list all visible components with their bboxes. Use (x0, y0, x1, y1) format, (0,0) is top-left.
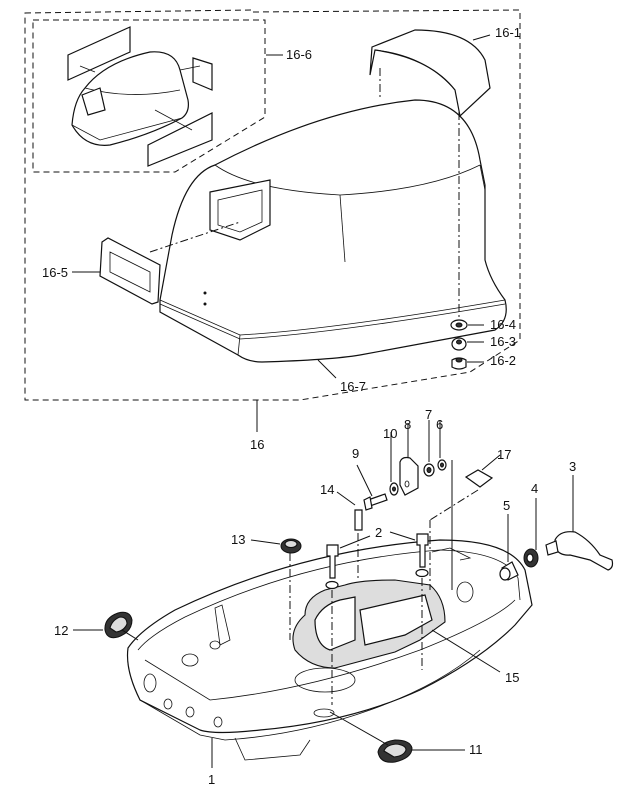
label-17: 17 (497, 447, 511, 462)
decal-side-small (192, 57, 213, 91)
label-14: 14 (320, 482, 334, 497)
label-13: 13 (231, 532, 245, 547)
part-10-washer (389, 432, 399, 496)
parts-6-7-washers (423, 420, 453, 590)
label-12: 12 (54, 623, 68, 638)
label-6: 6 (436, 417, 443, 432)
part-9-bolt (356, 464, 388, 511)
part-2-bolts (325, 531, 429, 705)
hardware-16-2-to-16-4 (450, 319, 484, 370)
label-8: 8 (404, 417, 411, 432)
part-3-lock-lever (545, 475, 614, 571)
decal-set-box (32, 19, 266, 173)
decal-cowling-illustration (67, 26, 213, 167)
label-16-1: 16-1 (495, 25, 521, 40)
part-15-gasket (292, 579, 501, 673)
label-2: 2 (375, 525, 382, 540)
part-5-bushing (499, 514, 519, 581)
label-9: 9 (352, 446, 359, 461)
label-16-3: 16-3 (490, 334, 516, 349)
label-16-7: 16-7 (340, 379, 366, 394)
decal-top-left (67, 26, 131, 81)
part-12-grommet (73, 611, 139, 641)
label-15: 15 (505, 670, 519, 685)
part-13-grommet (250, 538, 302, 640)
assembly-16-boundary (24, 9, 521, 401)
label-3: 3 (569, 459, 576, 474)
label-16-4: 16-4 (490, 317, 516, 332)
part-16-1-rear-cover (369, 29, 491, 320)
part-8-bracket (399, 423, 419, 496)
label-16-2: 16-2 (490, 353, 516, 368)
label-16-5: 16-5 (42, 265, 68, 280)
label-4: 4 (531, 481, 538, 496)
label-16: 16 (250, 437, 264, 452)
part-4-collar (523, 498, 539, 568)
label-7: 7 (425, 407, 432, 422)
part-11-grommet (329, 711, 465, 763)
label-1: 1 (208, 772, 215, 787)
decal-bottom (147, 112, 213, 167)
label-10: 10 (383, 426, 397, 441)
part-16-5-vent-grille (72, 237, 161, 305)
leader-16-7 (317, 359, 337, 379)
label-5: 5 (503, 498, 510, 513)
label-11: 11 (469, 742, 483, 757)
part-14-pin (336, 491, 363, 580)
part-17-label-plate (429, 454, 501, 590)
label-16-6: 16-6 (286, 47, 312, 62)
